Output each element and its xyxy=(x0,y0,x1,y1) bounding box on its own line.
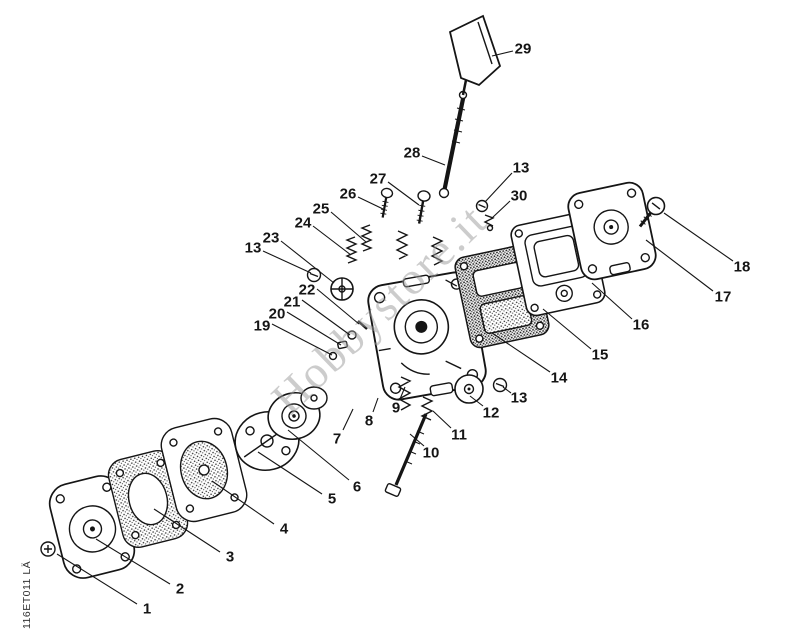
leader-line-7 xyxy=(342,408,354,431)
part-spring-under-27 xyxy=(430,236,444,266)
part-rod-28 xyxy=(438,90,468,199)
part-number-17: 17 xyxy=(715,289,732,306)
part-number-7: 7 xyxy=(333,431,341,448)
leader-line-11 xyxy=(432,410,452,429)
part-cover-17 xyxy=(567,181,657,281)
part-number-16: 16 xyxy=(633,317,650,334)
part-number-30: 30 xyxy=(511,188,528,205)
leader-line-9 xyxy=(399,386,406,400)
leader-line-20 xyxy=(286,311,342,346)
part-number-24: 24 xyxy=(295,215,312,232)
part-spring-25 xyxy=(360,224,373,252)
part-screw-13-left xyxy=(306,267,322,283)
part-spring-under-26 xyxy=(395,230,409,260)
part-spring-30 xyxy=(483,214,495,232)
part-disc-23 xyxy=(330,277,354,301)
part-number-12: 12 xyxy=(483,405,500,422)
leader-line-19 xyxy=(271,323,333,356)
leader-line-12 xyxy=(469,395,484,407)
part-number-29: 29 xyxy=(515,41,532,58)
part-number-3: 3 xyxy=(226,549,234,566)
part-number-4: 4 xyxy=(280,521,289,538)
part-number-20: 20 xyxy=(269,306,286,323)
leader-line-30 xyxy=(491,200,511,219)
part-number-14: 14 xyxy=(551,370,568,387)
part-number-25: 25 xyxy=(313,201,330,218)
part-number-13: 13 xyxy=(245,240,262,257)
leader-line-4 xyxy=(211,480,275,525)
leader-line-25 xyxy=(330,211,367,243)
part-number-2: 2 xyxy=(176,581,184,598)
part-number-19: 19 xyxy=(254,318,271,335)
part-number-21: 21 xyxy=(284,294,301,311)
leader-line-13 xyxy=(502,386,512,394)
part-screw-1 xyxy=(40,541,56,557)
part-needle-screw-10 xyxy=(384,413,428,497)
drawing-layer xyxy=(40,14,666,579)
leader-line-29 xyxy=(491,50,514,57)
part-screw-13-right xyxy=(492,377,508,393)
part-disc-12 xyxy=(454,374,484,404)
part-screw-18 xyxy=(638,196,666,228)
part-number-1: 1 xyxy=(143,601,151,618)
part-number-18: 18 xyxy=(734,259,751,276)
leader-line-15 xyxy=(542,308,592,350)
part-number-10: 10 xyxy=(423,445,440,462)
leader-line-21 xyxy=(301,299,351,336)
part-lever-29 xyxy=(448,14,502,96)
part-number-15: 15 xyxy=(592,347,609,364)
part-number-11: 11 xyxy=(451,427,467,444)
part-screw-26 xyxy=(380,187,394,218)
leader-line-6 xyxy=(287,429,350,481)
part-number-23: 23 xyxy=(263,230,280,247)
part-number-13: 13 xyxy=(511,390,528,407)
plate-code-text: 116ET011 LÄ xyxy=(21,561,33,629)
leader-line-3 xyxy=(153,508,221,553)
leader-line-22 xyxy=(316,288,360,325)
leader-line-23 xyxy=(280,240,335,284)
leader-line-24 xyxy=(312,225,352,256)
part-spring-24 xyxy=(345,236,358,264)
leader-line-13 xyxy=(484,172,513,203)
part-inlet-lever-parts-19-22 xyxy=(328,320,368,361)
part-pump-cover-2 xyxy=(48,475,136,579)
part-diaphragm-4 xyxy=(160,417,248,523)
part-screw-27 xyxy=(416,190,431,224)
part-number-8: 8 xyxy=(365,413,373,430)
part-disc-7 xyxy=(300,386,328,410)
part-number-5: 5 xyxy=(328,491,336,508)
leader-line-2 xyxy=(95,538,171,585)
leader-line-28 xyxy=(421,155,446,166)
leader-line-8 xyxy=(372,397,379,413)
leader-line-18 xyxy=(663,212,734,262)
part-spring-9 xyxy=(397,376,412,411)
leader-line-16 xyxy=(591,282,633,320)
leader-line-10 xyxy=(409,433,425,447)
leader-line-5 xyxy=(257,451,323,495)
leader-line-17 xyxy=(645,239,714,292)
part-number-22: 22 xyxy=(299,282,316,299)
part-number-26: 26 xyxy=(340,186,357,203)
part-number-13: 13 xyxy=(513,160,530,177)
leader-line-14 xyxy=(491,332,551,373)
leader-line-27 xyxy=(387,181,420,206)
part-number-6: 6 xyxy=(353,479,361,496)
leader-line-1 xyxy=(56,553,138,605)
part-screw-13-top xyxy=(475,199,489,213)
part-number-27: 27 xyxy=(370,171,387,188)
part-number-9: 9 xyxy=(392,400,400,417)
part-number-28: 28 xyxy=(404,145,421,162)
leader-line-13 xyxy=(262,250,312,274)
leader-line-26 xyxy=(357,196,384,210)
